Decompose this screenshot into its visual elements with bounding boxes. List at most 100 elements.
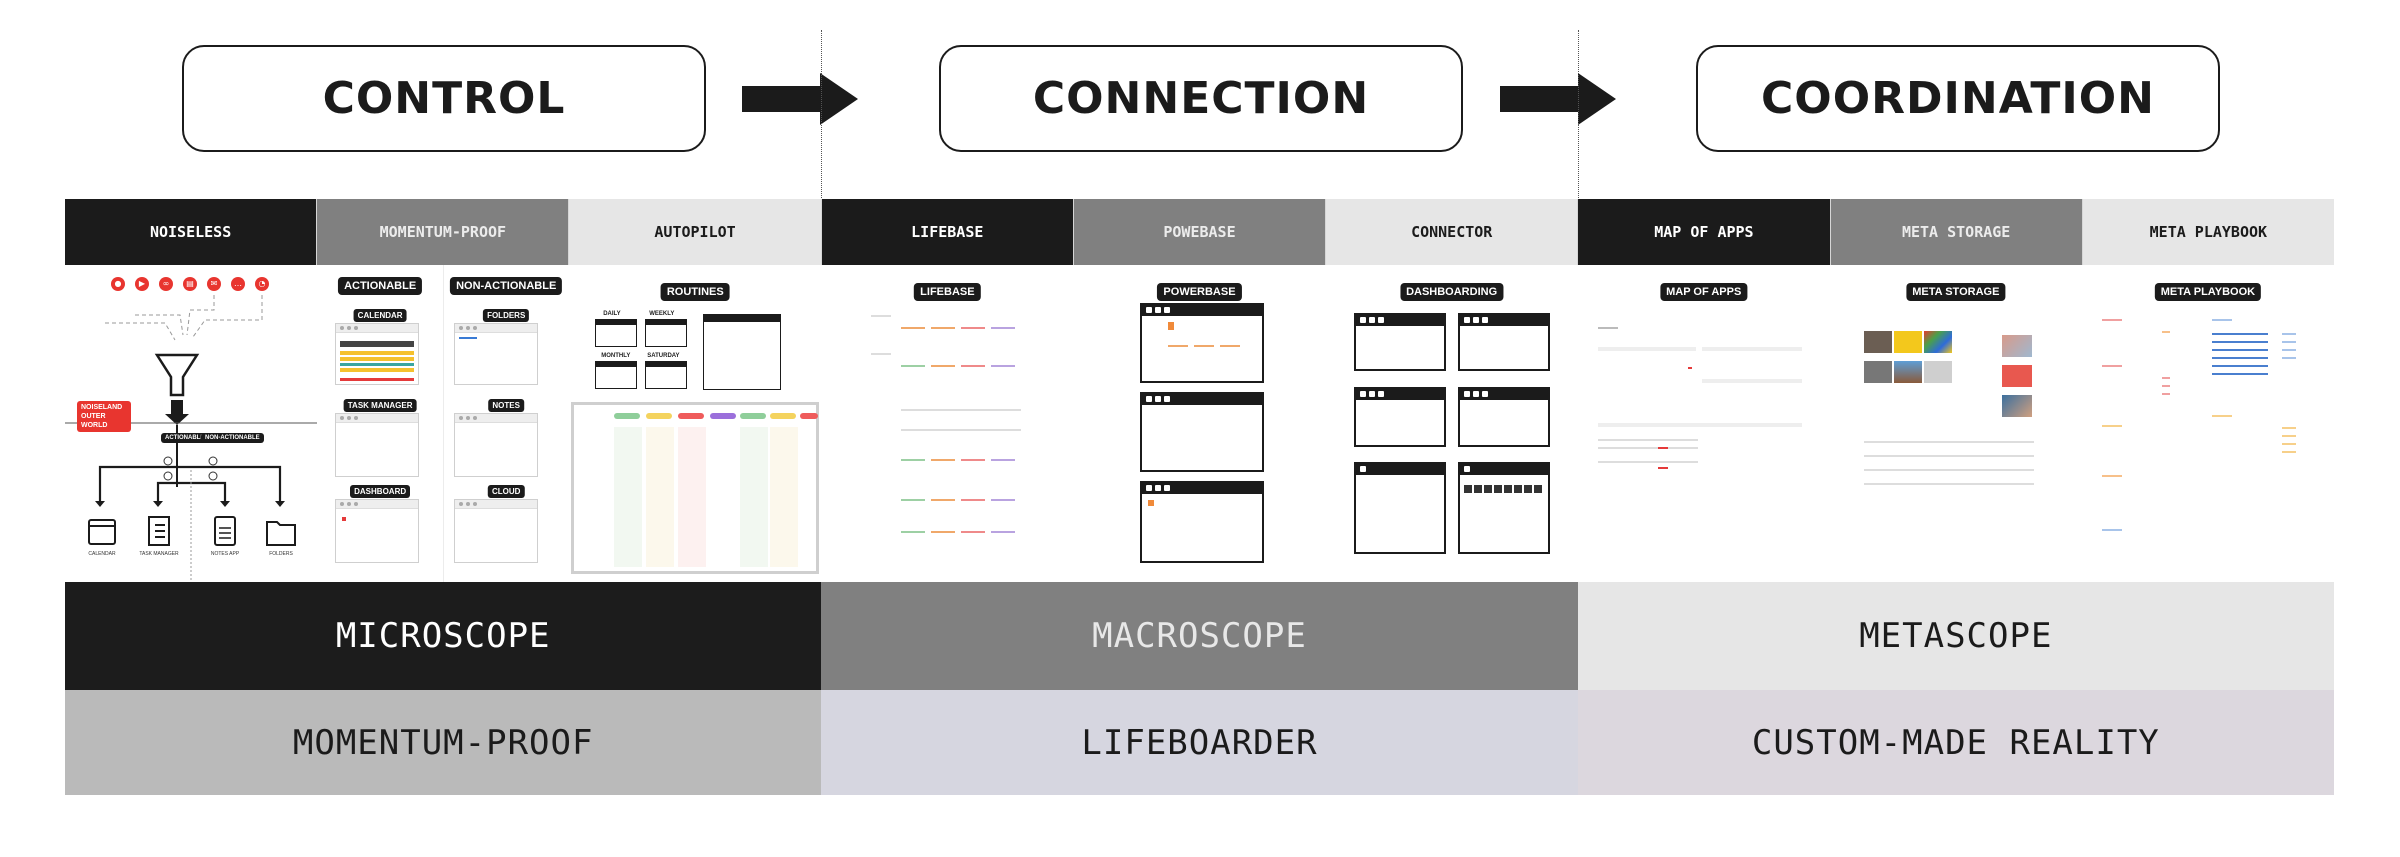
dashboard-screenshot [335,499,420,563]
scope-label: MICROSCOPE [335,616,551,656]
header-momentum-proof: MOMENTUM-PROOF [317,199,570,265]
zone-badge: NOISELAND OUTER WORLD [77,401,131,432]
powerbase-screenshot [1140,392,1265,472]
routine-weekly-screenshot [645,319,688,347]
routines-kanban-screenshot [571,402,820,574]
meta-playbook-screenshot [2101,315,2312,565]
routine-monthly-label: MONTHLY [597,351,635,361]
header-label: AUTOPILOT [654,223,736,241]
scope-label: MACROSCOPE [1092,616,1307,656]
stage-coordination: COORDINATION [1696,45,2220,152]
routine-saturday-label: SATURDAY [643,351,684,361]
branch-non-actionable: NON-ACTIONABLE [201,433,264,443]
section-divider [1578,30,1579,200]
header-label: META STORAGE [1901,223,2011,241]
stage-label: CONTROL [322,73,566,124]
feature-content-row: ● ▶ ∞ ▤ ✉ … ◔ [65,265,2334,582]
folders-label: FOLDERS [483,309,530,322]
calendar-label: CALENDAR [353,309,407,322]
autopilot-panel: ROUTINES DAILY WEEKLY MONTHLY SATURDAY [569,265,821,582]
microphone-icon: ● [111,277,125,291]
cloud-screenshot [454,499,539,563]
feature-header-row: NOISELESS MOMENTUM-PROOF AUTOPILOT LIFEB… [65,199,2334,265]
powerbase-panel: POWERBASE [1073,265,1325,582]
outcome-row: MOMENTUM-PROOF LIFEBOARDER CUSTOM-MADE R… [65,690,2334,795]
lifebase-panel: LIFEBASE [821,265,1073,582]
header-lifebase: LIFEBASE [821,199,1074,265]
powerbase-screenshot [1140,481,1265,563]
routine-daily-screenshot [595,319,638,347]
scope-metascope: METASCOPE [1577,582,2334,690]
powerbase-label: POWERBASE [1157,283,1242,301]
output-label: NOTES APP [210,551,240,557]
outcome-momentum-proof: MOMENTUM-PROOF [65,690,822,795]
routines-label: ROUTINES [660,283,730,301]
header-label: NOISELESS [149,223,232,241]
map-of-apps-panel: MAP OF APPS [1578,265,1830,582]
meta-storage-panel: META STORAGE [1830,265,2082,582]
header-label: MAP OF APPS [1654,223,1754,241]
routine-daily-label: DAILY [599,309,625,319]
task-list-icon [148,516,170,546]
dashboarding-label: DASHBOARDING [1400,283,1504,301]
routine-overview-screenshot [703,314,782,390]
scope-label: METASCOPE [1859,616,2053,656]
map-of-apps-screenshot [1597,327,1808,497]
header-label: CONNECTOR [1411,223,1493,241]
notes-screenshot [454,413,539,477]
calendar-icon [88,519,116,545]
link-icon: ∞ [159,277,173,291]
meta-storage-screenshot [1863,317,2054,527]
momentum-proof-panel: ACTIONABLE NON-ACTIONABLE CALENDAR FOLDE… [317,265,569,582]
meta-playbook-label: META PLAYBOOK [2154,283,2262,301]
branch-actionable: ACTIONABLE [161,433,209,443]
book-icon: ▤ [183,277,197,291]
lifebase-screenshot [871,309,1022,549]
outcome-label: MOMENTUM-PROOF [292,722,594,763]
stage-label: CONNECTION [1032,73,1370,124]
folders-screenshot [454,323,539,385]
section-divider [821,30,822,200]
output-label: FOLDERS [269,551,293,557]
noiseless-diagram: ● ▶ ∞ ▤ ✉ … ◔ [65,265,317,582]
cloud-label: CLOUD [487,485,525,498]
meta-storage-label: META STORAGE [1906,283,2006,301]
output-label: TASK MANAGER [139,551,179,557]
header-meta-playbook: META PLAYBOOK [2082,199,2334,265]
stage-connection: CONNECTION [939,45,1463,152]
routine-saturday-screenshot [645,361,688,389]
scope-macroscope: MACROSCOPE [821,582,1578,690]
header-powebase: POWEBASE [1073,199,1327,265]
task-manager-label: TASK MANAGER [343,399,417,412]
output-label: CALENDAR [88,551,116,557]
header-noiseless: NOISELESS [65,199,318,265]
lifebase-label: LIFEBASE [914,283,981,301]
stage-control: CONTROL [182,45,706,152]
scope-microscope: MICROSCOPE [65,582,822,690]
header-map-of-apps: MAP OF APPS [1578,199,1831,265]
video-icon: ▶ [135,277,149,291]
dashboard-screenshot [1457,387,1550,447]
bell-icon: ◔ [255,277,269,291]
actionable-label: ACTIONABLE [338,277,423,295]
outcome-lifeboarder: LIFEBOARDER [821,690,1578,795]
dashboard-screenshot [1457,313,1550,371]
header-meta-storage: META STORAGE [1830,199,2083,265]
dashboard-screenshot [1353,313,1446,371]
arrow-right-icon [1500,73,1616,125]
routine-weekly-label: WEEKLY [645,309,679,319]
header-label: LIFEBASE [911,223,984,241]
outcome-label: LIFEBOARDER [1081,722,1318,763]
scope-row: MICROSCOPE MACROSCOPE METASCOPE [65,582,2334,690]
outcome-custom-made-reality: CUSTOM-MADE REALITY [1577,690,2334,795]
calendar-screenshot [335,323,420,385]
map-of-apps-label: MAP OF APPS [1660,283,1748,301]
outcome-label: CUSTOM-MADE REALITY [1751,722,2160,763]
header-autopilot: AUTOPILOT [569,199,822,265]
header-label: POWEBASE [1163,223,1236,241]
arrow-right-icon [742,73,858,125]
dashboard-screenshot [1353,462,1446,554]
funnel-flow-graphic [65,295,317,582]
non-actionable-label: NON-ACTIONABLE [450,277,563,295]
dashboard-label: DASHBOARD [350,485,411,498]
